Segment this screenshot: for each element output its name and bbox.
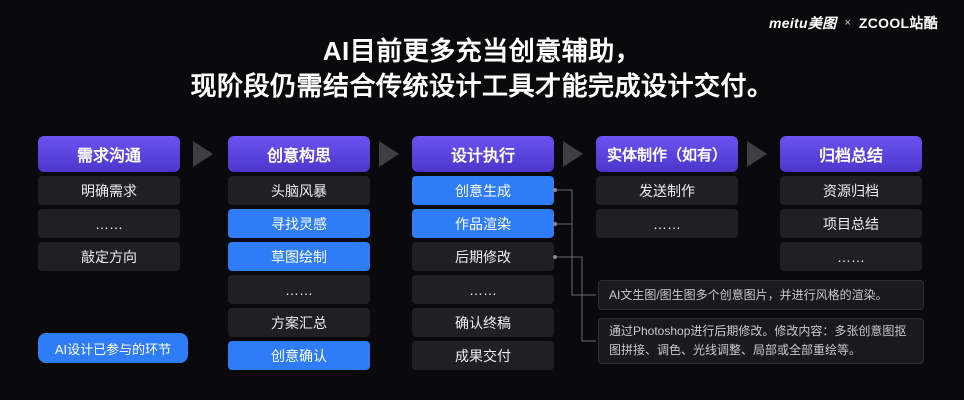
- arrow-right-icon: [193, 141, 213, 167]
- flow-step: ……: [228, 275, 370, 304]
- flow-step-ai: 作品渲染: [412, 209, 554, 238]
- flow-step: ……: [780, 242, 922, 271]
- flow-step: ……: [412, 275, 554, 304]
- arrow-right-icon: [747, 141, 767, 167]
- flow-step: 资源归档: [780, 176, 922, 205]
- arrow-right-icon: [379, 141, 399, 167]
- flow-step: 头脑风暴: [228, 176, 370, 205]
- slide-title-line2: 现阶段仍需结合传统设计工具才能完成设计交付。: [190, 71, 774, 101]
- annotation-note-generation: AI文生图/图生图多个创意图片，并进行风格的渲染。: [598, 280, 924, 310]
- flow-step: 项目总结: [780, 209, 922, 238]
- slide-title-line1: AI目前更多充当创意辅助，: [322, 36, 642, 66]
- flow-column-production: 实体制作（如有） 发送制作 ……: [596, 136, 738, 242]
- flow-step-ai: 创意生成: [412, 176, 554, 205]
- flow-step-ai: 创意确认: [228, 341, 370, 370]
- flow-step: 后期修改: [412, 242, 554, 271]
- flow-step: ……: [38, 209, 180, 238]
- brand-separator: ×: [844, 17, 851, 29]
- flow-step: 成果交付: [412, 341, 554, 370]
- brand-logos: meitu美图 × ZCOOL站酷: [769, 13, 938, 33]
- arrow-right-icon: [563, 141, 583, 167]
- flow-step: 发送制作: [596, 176, 738, 205]
- annotation-note-photoshop: 通过Photoshop进行后期修改。修改内容：多张创意图抠图拼接、调色、光线调整…: [598, 318, 924, 364]
- flow-step: 敲定方向: [38, 242, 180, 271]
- flow-column-ideation: 创意构思 头脑风暴 寻找灵感 草图绘制 …… 方案汇总 创意确认: [228, 136, 370, 374]
- flow-step: 方案汇总: [228, 308, 370, 337]
- column-header: 实体制作（如有）: [596, 136, 738, 172]
- column-header: 创意构思: [228, 136, 370, 172]
- flow-column-execution: 设计执行 创意生成 作品渲染 后期修改 …… 确认终稿 成果交付: [412, 136, 554, 374]
- zcool-logo: ZCOOL站酷: [858, 15, 938, 31]
- flow-step: ……: [596, 209, 738, 238]
- flow-step-ai: 草图绘制: [228, 242, 370, 271]
- flow-step: 明确需求: [38, 176, 180, 205]
- column-header: 需求沟通: [38, 136, 180, 172]
- column-header: 归档总结: [780, 136, 922, 172]
- ai-legend-badge: AI设计已参与的环节: [38, 333, 188, 363]
- column-header: 设计执行: [412, 136, 554, 172]
- flow-step: 确认终稿: [412, 308, 554, 337]
- flow-column-requirements: 需求沟通 明确需求 …… 敲定方向: [38, 136, 180, 275]
- meitu-logo: meitu美图: [769, 15, 837, 31]
- flow-step-ai: 寻找灵感: [228, 209, 370, 238]
- flow-column-archive: 归档总结 资源归档 项目总结 ……: [780, 136, 922, 275]
